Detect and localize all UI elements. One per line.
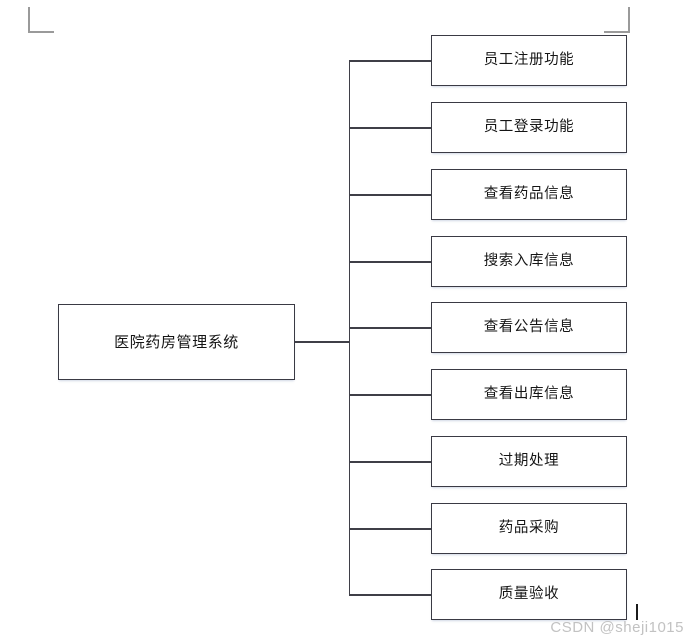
node-child-4[interactable]: 搜索入库信息 [431,236,627,287]
node-child-5-label: 查看公告信息 [483,319,575,336]
connector-root-stem [295,341,350,343]
node-child-9[interactable]: 质量验收 [431,569,627,620]
node-child-8-label: 药品采购 [498,520,560,537]
node-child-6[interactable]: 查看出库信息 [431,369,627,420]
node-child-8[interactable]: 药品采购 [431,503,627,554]
watermark-text: CSDN @sheji1015 [550,619,684,636]
connector-branch-2 [348,127,431,129]
node-child-1-label: 员工注册功能 [483,52,575,69]
page-corner-mark-top-left [28,7,54,33]
page-corner-mark-top-right [604,7,630,33]
node-child-3[interactable]: 查看药品信息 [431,169,627,220]
node-child-4-label: 搜索入库信息 [483,253,575,270]
node-child-1[interactable]: 员工注册功能 [431,35,627,86]
node-root[interactable]: 医院药房管理系统 [58,304,295,380]
node-child-2-label: 员工登录功能 [483,119,575,136]
node-child-6-label: 查看出库信息 [483,386,575,403]
connector-branch-7 [348,461,431,463]
connector-branch-8 [348,528,431,530]
node-child-3-label: 查看药品信息 [483,186,575,203]
node-child-5[interactable]: 查看公告信息 [431,302,627,353]
connector-branch-5 [348,327,431,329]
connector-branch-3 [348,194,431,196]
node-root-label: 医院药房管理系统 [114,333,239,351]
node-child-7-label: 过期处理 [498,453,560,470]
connector-branch-4 [348,261,431,263]
node-child-2[interactable]: 员工登录功能 [431,102,627,153]
node-child-9-label: 质量验收 [498,586,560,603]
text-caret [636,604,638,620]
node-child-7[interactable]: 过期处理 [431,436,627,487]
connector-branch-1 [348,60,431,62]
connector-branch-6 [348,394,431,396]
connector-branch-9 [348,594,431,596]
